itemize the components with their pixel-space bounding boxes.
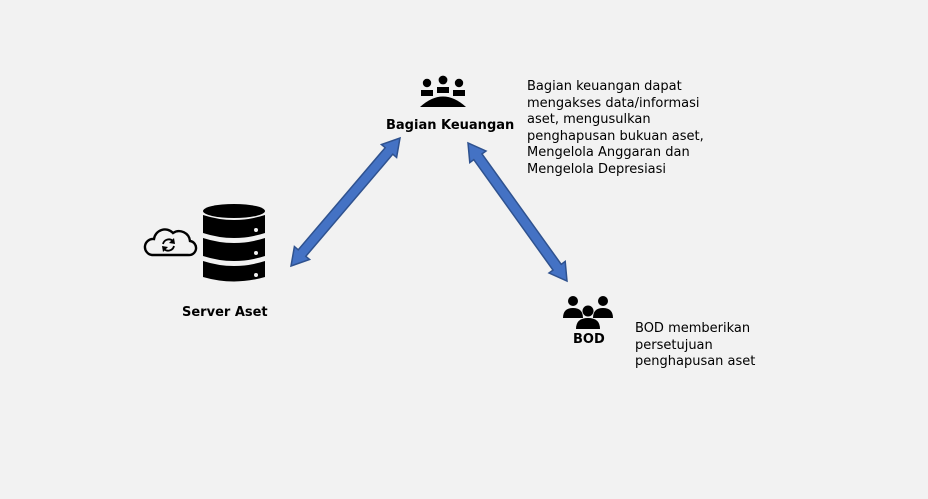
description-line: Mengelola Depresiasi <box>527 161 667 177</box>
node-label-bagian-keuangan: Bagian Keuangan <box>386 118 515 133</box>
description-line: persetujuan <box>635 337 713 353</box>
description-bod: BOD memberikan persetujuan penghapusan a… <box>635 321 755 371</box>
description-line: aset, mengusulkan <box>527 112 651 127</box>
description-line: Mengelola Anggaran dan <box>527 145 690 160</box>
arrow-server-to-keuangan <box>290 136 401 268</box>
description-line: BOD memberikan <box>635 321 751 336</box>
meeting-group-icon <box>420 75 466 107</box>
cloud-sync-icon <box>143 228 198 257</box>
description-line: mengakses data/informasi <box>527 95 700 111</box>
node-label-bod: BOD <box>573 332 605 347</box>
description-line: penghapusan aset <box>635 354 756 369</box>
database-icon <box>203 204 265 282</box>
node-label-server-aset: Server Aset <box>182 305 268 320</box>
arrow-keuangan-to-bod <box>467 141 568 283</box>
description-bagian-keuangan: Bagian keuangan dapat mengakses data/inf… <box>527 79 704 178</box>
description-line: penghapusan bukuan aset, <box>527 128 704 144</box>
users-group-icon <box>563 296 613 329</box>
description-line: Bagian keuangan dapat <box>527 79 682 94</box>
